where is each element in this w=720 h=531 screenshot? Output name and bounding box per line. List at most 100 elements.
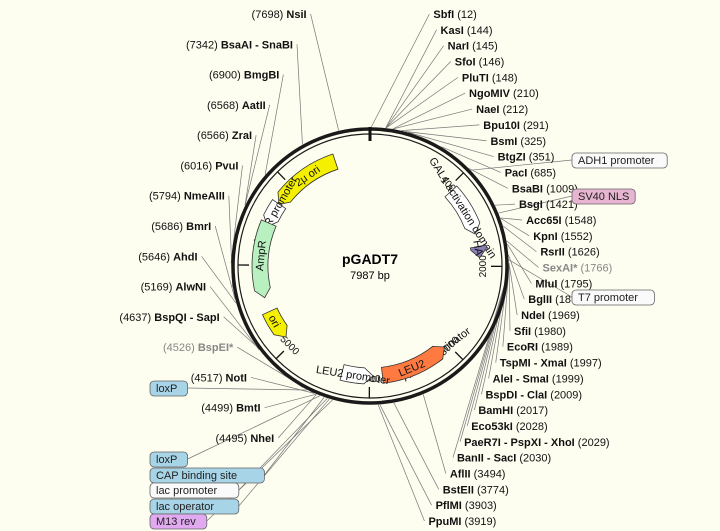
feature-tag: lac operator — [149, 498, 240, 515]
tick-mark — [277, 171, 286, 181]
site-pos: (145) — [472, 41, 498, 53]
leader-line — [441, 146, 501, 173]
site-name: SfiI — [514, 326, 534, 338]
site-pos: (12) — [457, 9, 477, 21]
site-pos: (2030) — [519, 453, 551, 465]
leader-line — [244, 135, 257, 206]
leader-line — [187, 387, 308, 391]
tag-label: T7 promoter — [578, 292, 638, 304]
feature-tag: SV40 NLS — [571, 188, 636, 205]
site-name: BglII — [528, 294, 555, 306]
tag-label: lac operator — [156, 501, 214, 513]
leader-line — [498, 195, 573, 214]
feature-label: ori — [266, 313, 283, 330]
site-name: NmeAIII — [184, 191, 225, 203]
site-name: KasI — [441, 25, 467, 37]
site-pos: (210) — [513, 88, 539, 100]
site-pos: (6568) — [207, 100, 242, 112]
site-label: PluTI (148) — [462, 72, 518, 84]
tag-label: lac promoter — [156, 485, 217, 497]
tag-box — [571, 289, 655, 306]
leader-line — [296, 44, 303, 145]
site-name: PacI — [505, 167, 531, 179]
leader-line — [385, 29, 437, 129]
site-label: NgoMIV (210) — [469, 88, 539, 100]
tag-box — [149, 451, 188, 468]
leader-line — [470, 159, 573, 171]
site-pos: (291) — [523, 120, 549, 132]
leader-line — [377, 404, 425, 522]
site-pos: (4495) — [215, 433, 250, 445]
site-label: (4499) BmtI — [201, 403, 260, 415]
tick-label: 2000 — [478, 255, 489, 278]
leader-line — [264, 397, 325, 476]
site-name: ZraI — [232, 130, 252, 142]
site-label: Eco53kI (2028) — [471, 421, 547, 433]
site-name: RsrII — [540, 247, 568, 259]
site-name: PluTI — [462, 72, 492, 84]
site-name: Eco53kI — [471, 421, 516, 433]
site-label: NaeI (212) — [476, 104, 528, 116]
site-pos: (2017) — [516, 405, 548, 417]
feature-tag: M13 rev — [149, 513, 208, 530]
site-label: BsmI (325) — [490, 136, 546, 148]
site-pos: (1626) — [568, 247, 600, 259]
site-pos: (1795) — [560, 278, 592, 290]
site-pos: (148) — [492, 72, 518, 84]
site-label: BspDI - ClaI (2009) — [485, 389, 582, 401]
feature-label: HA — [470, 239, 484, 257]
plasmid-size: 7987 bp — [350, 270, 390, 282]
leader-line — [401, 124, 480, 131]
site-pos: (2009) — [550, 389, 582, 401]
site-label: BstEII (3774) — [443, 484, 509, 496]
site-label: BtgZI (351) — [498, 152, 555, 164]
site-name: BmrI — [186, 221, 211, 233]
feature-arc — [381, 345, 445, 384]
site-label: PflMI (3903) — [436, 500, 497, 512]
leader-line — [277, 394, 317, 439]
site-name: NheI — [250, 433, 274, 445]
leader-line — [502, 225, 537, 252]
site-label: RsrII (1626) — [540, 247, 599, 259]
tag-box — [571, 188, 636, 205]
leader-line — [379, 404, 432, 506]
site-name: TspMI - XmaI — [500, 358, 570, 370]
site-name: AflII — [450, 468, 474, 480]
leader-line — [468, 168, 508, 189]
site-label: BamHI (2017) — [478, 405, 548, 417]
site-pos: (5169) — [141, 282, 176, 294]
site-label: (6900) BmgBI — [209, 70, 279, 82]
site-name: AatII — [242, 100, 266, 112]
site-pos: (351) — [529, 152, 555, 164]
leader-line — [238, 398, 330, 507]
site-name: BmgBI — [244, 70, 279, 82]
tag-label: loxP — [156, 383, 177, 395]
site-pos: (146) — [479, 57, 505, 69]
site-name: BspQI - SapI — [154, 312, 219, 324]
site-label: (7698) NsiI — [252, 9, 307, 21]
site-pos: (3494) — [474, 468, 506, 480]
site-name: AhdI — [173, 251, 197, 263]
site-name: SbfI — [433, 9, 457, 21]
tick-mark — [275, 350, 285, 360]
site-pos: (1969) — [548, 310, 580, 322]
site-pos: (6566) — [197, 130, 232, 142]
leader-line — [250, 377, 315, 394]
site-pos: (4526) — [163, 342, 198, 354]
site-pos: (4637) — [119, 312, 154, 324]
site-label: KasI (144) — [441, 25, 493, 37]
site-label: MluI (1795) — [535, 278, 592, 290]
site-name: PpuMI — [428, 516, 464, 528]
tag-box — [149, 513, 208, 530]
site-label: SbfI (12) — [433, 9, 476, 21]
feature-tag: lac promoter — [149, 482, 240, 499]
tag-box — [149, 482, 240, 499]
site-name: SfoI — [455, 57, 479, 69]
leader-line — [393, 402, 440, 490]
tick-mark — [455, 172, 464, 182]
leader-line — [310, 13, 340, 131]
site-label: NarI (145) — [448, 41, 498, 53]
site-pos: (212) — [502, 104, 528, 116]
site-pos: (1989) — [541, 342, 573, 354]
site-pos: (6900) — [209, 70, 244, 82]
